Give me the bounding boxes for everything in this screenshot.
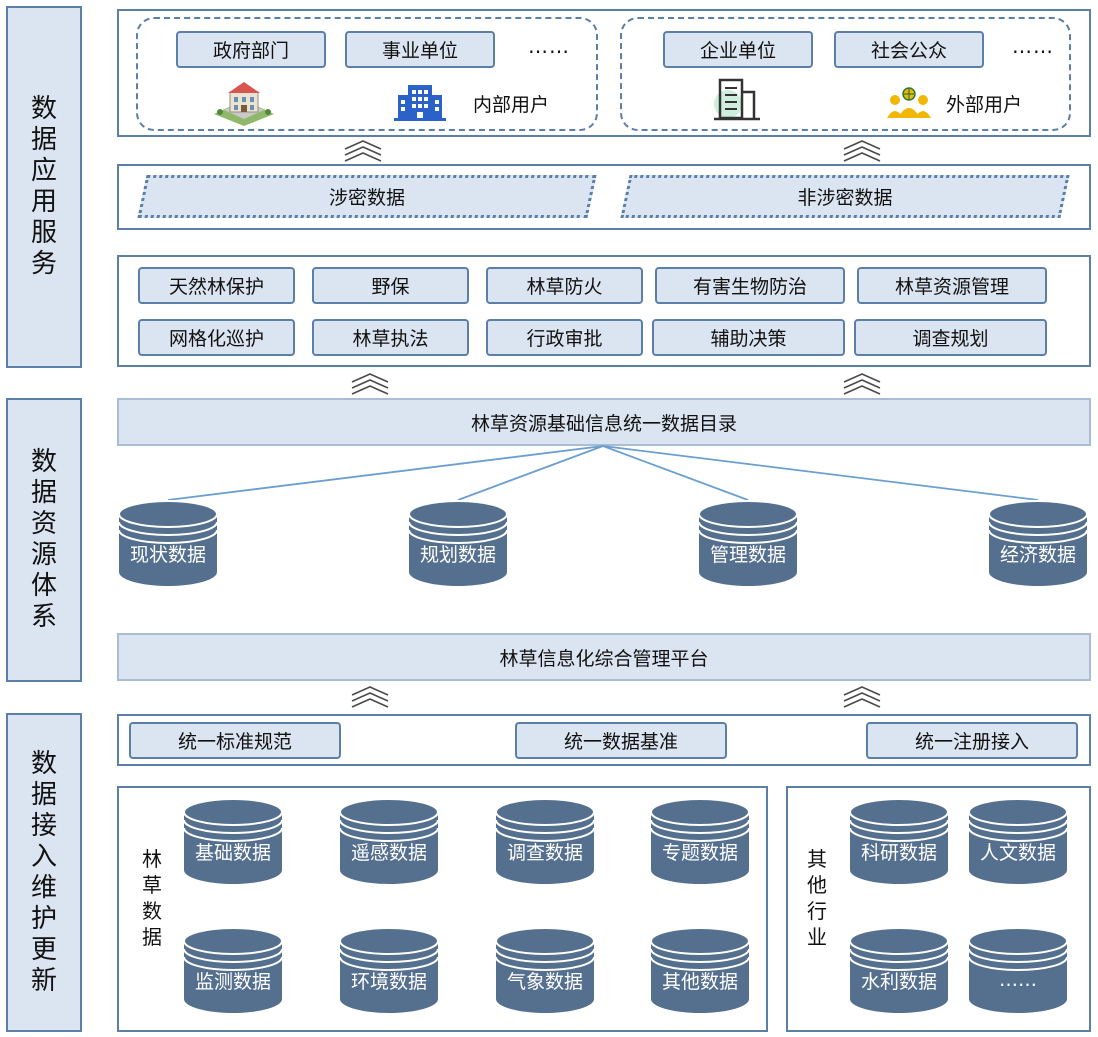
db-label: 遥感数据 bbox=[350, 841, 427, 864]
db-label: 科研数据 bbox=[860, 841, 937, 864]
db-monitoring[interactable]: 监测数据 bbox=[183, 927, 283, 1015]
up-chevron-icon bbox=[350, 685, 390, 709]
internal-users-label: 内部用户 bbox=[473, 94, 550, 116]
internal-users-group bbox=[136, 17, 598, 131]
db-remote-sensing[interactable]: 遥感数据 bbox=[339, 798, 439, 886]
standard-item-registration[interactable]: 统一注册接入 bbox=[866, 722, 1078, 759]
user-item-enterprise[interactable]: 企业单位 bbox=[663, 31, 813, 68]
db-survey[interactable]: 调查数据 bbox=[495, 798, 595, 886]
app-item-wildlife[interactable]: 野保 bbox=[312, 267, 469, 304]
db-label: 气象数据 bbox=[506, 970, 583, 993]
external-users-group bbox=[620, 17, 1071, 131]
other-industry-label: 其他行业 bbox=[807, 847, 827, 949]
app-item-grid-patrol[interactable]: 网格化巡护 bbox=[138, 319, 295, 356]
up-chevron-icon bbox=[343, 139, 383, 163]
db-basic[interactable]: 基础数据 bbox=[183, 798, 283, 886]
db-label: 环境数据 bbox=[350, 970, 427, 993]
db-label: …… bbox=[999, 969, 1037, 991]
section-label-resource: 数据资源体系 bbox=[6, 398, 82, 682]
db-economic[interactable]: 经济数据 bbox=[988, 500, 1088, 588]
data-catalog-bar[interactable]: 林草资源基础信息统一数据目录 bbox=[117, 398, 1091, 446]
user-item-public[interactable]: 社会公众 bbox=[834, 31, 984, 68]
db-other[interactable]: 其他数据 bbox=[650, 927, 750, 1015]
user-item-institution[interactable]: 事业单位 bbox=[345, 31, 495, 68]
section-label-access: 数据接入维护更新 bbox=[6, 713, 82, 1032]
user-item-government[interactable]: 政府部门 bbox=[176, 31, 326, 68]
app-item-decision-support[interactable]: 辅助决策 bbox=[652, 319, 845, 356]
classified-data-box[interactable]: 涉密数据 bbox=[137, 175, 597, 218]
up-chevron-icon bbox=[842, 372, 882, 396]
db-label: 经济数据 bbox=[999, 543, 1076, 566]
app-item-fire-prevention[interactable]: 林草防火 bbox=[486, 267, 643, 304]
unclassified-data-box[interactable]: 非涉密数据 bbox=[620, 175, 1070, 218]
db-meteorology[interactable]: 气象数据 bbox=[495, 927, 595, 1015]
db-water[interactable]: 水利数据 bbox=[849, 927, 949, 1015]
office-building-icon bbox=[394, 83, 446, 121]
up-chevron-icon bbox=[842, 139, 882, 163]
app-item-law-enforcement[interactable]: 林草执法 bbox=[312, 319, 469, 356]
db-thematic[interactable]: 专题数据 bbox=[650, 798, 750, 886]
section-label-resource-text: 数据资源体系 bbox=[30, 447, 57, 632]
management-platform-bar[interactable]: 林草信息化综合管理平台 bbox=[117, 633, 1091, 681]
db-environment[interactable]: 环境数据 bbox=[339, 927, 439, 1015]
db-current-status[interactable]: 现状数据 bbox=[118, 500, 218, 588]
db-planning[interactable]: 规划数据 bbox=[408, 500, 508, 588]
db-label: 现状数据 bbox=[129, 543, 206, 566]
db-label: 基础数据 bbox=[194, 841, 271, 864]
up-chevron-icon bbox=[350, 372, 390, 396]
app-item-admin-approval[interactable]: 行政审批 bbox=[486, 319, 643, 356]
internal-more-ellipsis: …… bbox=[528, 34, 570, 58]
forestry-data-label: 林草数据 bbox=[142, 847, 162, 949]
app-item-natural-forest[interactable]: 天然林保护 bbox=[138, 267, 295, 304]
db-research[interactable]: 科研数据 bbox=[849, 798, 949, 886]
unclassified-data-label: 非涉密数据 bbox=[797, 187, 893, 209]
up-chevron-icon bbox=[842, 685, 882, 709]
db-label: 调查数据 bbox=[506, 841, 583, 864]
section-label-access-text: 数据接入维护更新 bbox=[30, 748, 57, 996]
app-item-pest-control[interactable]: 有害生物防治 bbox=[655, 267, 845, 304]
external-more-ellipsis: …… bbox=[1012, 34, 1054, 58]
db-label: 专题数据 bbox=[661, 841, 738, 864]
users-panel bbox=[117, 9, 1091, 137]
standard-item-baseline[interactable]: 统一数据基准 bbox=[515, 722, 727, 759]
public-people-icon bbox=[886, 82, 932, 120]
enterprise-building-icon bbox=[710, 74, 764, 122]
app-item-survey-planning[interactable]: 调查规划 bbox=[854, 319, 1047, 356]
db-label: 管理数据 bbox=[709, 543, 786, 566]
section-label-app: 数据应用服务 bbox=[6, 6, 82, 368]
external-users-label: 外部用户 bbox=[946, 94, 1023, 116]
government-building-icon bbox=[210, 76, 278, 126]
classified-data-label: 涉密数据 bbox=[328, 187, 405, 209]
db-label: 规划数据 bbox=[419, 543, 496, 566]
section-label-app-text: 数据应用服务 bbox=[30, 94, 57, 279]
db-label: 其他数据 bbox=[661, 970, 738, 993]
db-humanities[interactable]: 人文数据 bbox=[968, 798, 1068, 886]
db-more[interactable]: …… bbox=[968, 927, 1068, 1015]
db-label: 监测数据 bbox=[194, 970, 271, 993]
app-item-resource-management[interactable]: 林草资源管理 bbox=[857, 267, 1047, 304]
db-management[interactable]: 管理数据 bbox=[698, 500, 798, 588]
db-label: 水利数据 bbox=[860, 970, 937, 993]
standard-item-spec[interactable]: 统一标准规范 bbox=[129, 722, 341, 759]
db-label: 人文数据 bbox=[979, 841, 1056, 864]
